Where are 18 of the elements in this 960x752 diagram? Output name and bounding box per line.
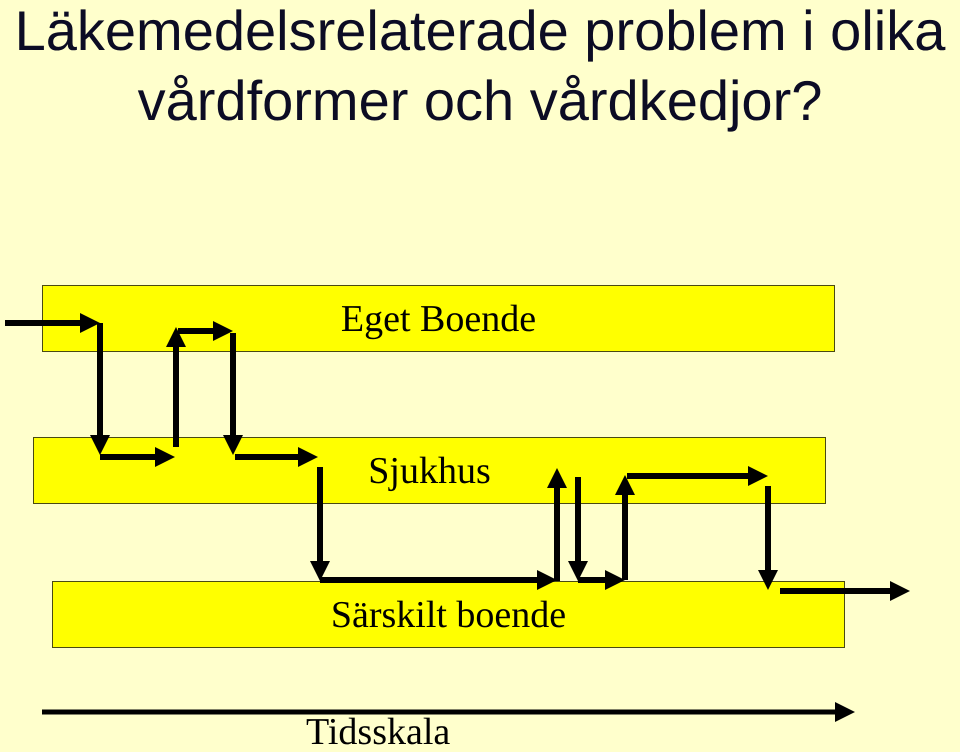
axis-label: Tidsskala [306, 713, 450, 751]
location-band [52, 581, 845, 648]
slide-title: Läkemedelsrelaterade problem i olika vårdformer och vårdkedjor? [14, 0, 946, 134]
arrow [166, 327, 186, 447]
arrow [310, 467, 330, 581]
arrow [568, 477, 588, 581]
arrow [5, 313, 100, 333]
arrow [758, 486, 778, 590]
arrow [780, 581, 910, 601]
location-band [42, 285, 835, 352]
arrow [90, 323, 110, 455]
arrow [615, 475, 635, 580]
band-label: Eget Boende [340, 300, 536, 338]
arrow [223, 333, 243, 455]
arrow [547, 468, 567, 581]
location-band [33, 437, 826, 504]
band-label: Sjukhus [368, 452, 491, 490]
band-label: Särskilt boende [330, 596, 566, 634]
